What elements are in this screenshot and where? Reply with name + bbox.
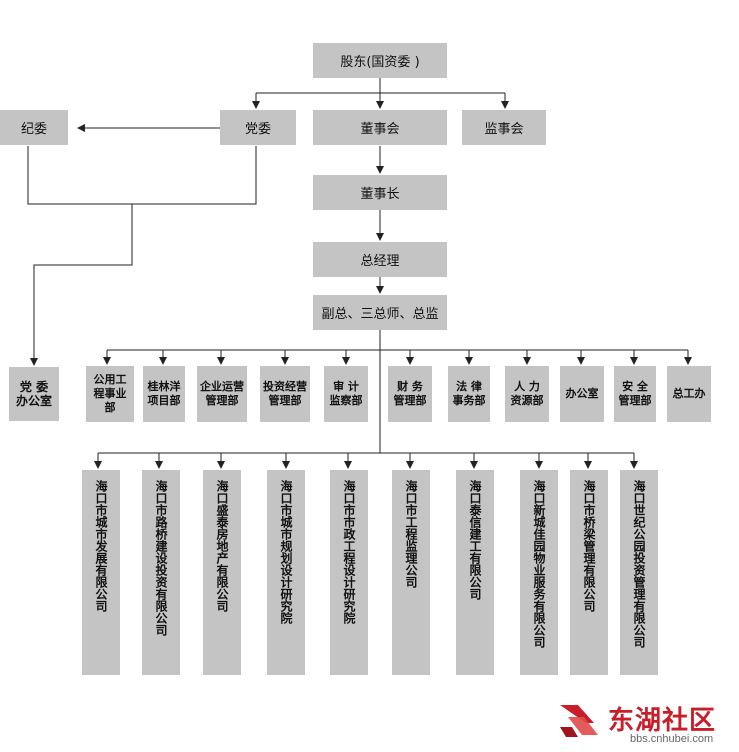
discipline-committee-box: 纪委 xyxy=(0,110,68,145)
party-office-box: 党 委 办公室 xyxy=(9,367,59,421)
subsidiary-box: 海口盛泰房地产有限公司 xyxy=(203,470,241,675)
subsidiary-label: 海口市市政工程设计研究院 xyxy=(342,480,356,624)
department-box: 法 律 事务部 xyxy=(448,366,490,422)
subsidiary-box: 海口市城市发展有限公司 xyxy=(82,470,120,675)
department-box: 办公室 xyxy=(560,366,604,422)
donghu-logo-icon xyxy=(560,705,598,737)
department-box: 财 务 管理部 xyxy=(388,366,432,422)
department-box: 人 力 资源部 xyxy=(505,366,549,422)
watermark-text: 东湖社区 xyxy=(608,706,717,736)
chairman-box: 董事长 xyxy=(313,175,447,210)
department-box: 投资经营管理部 xyxy=(260,366,310,422)
watermark-url: bbs.cnhubei.com xyxy=(630,733,714,745)
subsidiary-box: 海口市城市规划设计研究院 xyxy=(267,470,305,675)
subsidiary-box: 海口世纪公园投资管理有限公司 xyxy=(620,470,658,675)
subsidiary-label: 海口世纪公园投资管理有限公司 xyxy=(632,480,646,648)
subsidiary-box: 海口市桥梁管理有限公司 xyxy=(570,470,608,675)
board-box: 董事会 xyxy=(313,110,447,145)
department-box: 审 计 监察部 xyxy=(324,366,368,422)
department-box: 企业运营管理部 xyxy=(197,366,247,422)
department-box: 桂林洋项目部 xyxy=(143,366,185,422)
subsidiary-label: 海口市路桥建设投资有限公司 xyxy=(154,480,168,636)
subsidiary-label: 海口盛泰房地产有限公司 xyxy=(215,480,229,612)
subsidiary-label: 海口市桥梁管理有限公司 xyxy=(582,480,596,612)
subsidiary-label: 海口新城佳园物业服务有限公司 xyxy=(532,480,546,648)
subsidiary-box: 海口市路桥建设投资有限公司 xyxy=(142,470,180,675)
subsidiary-label: 海口泰信建工有限公司 xyxy=(468,480,482,600)
party-committee-box: 党委 xyxy=(220,110,296,145)
subsidiary-box: 海口新城佳园物业服务有限公司 xyxy=(520,470,558,675)
general-manager-box: 总经理 xyxy=(313,242,447,277)
supervisory-board-box: 监事会 xyxy=(462,110,546,145)
department-box: 总工办 xyxy=(667,366,711,422)
subsidiary-box: 海口市工程监理公司 xyxy=(392,470,430,675)
subsidiary-box: 海口市市政工程设计研究院 xyxy=(330,470,368,675)
shareholder-box: 股东(国资委 ) xyxy=(313,43,447,78)
subsidiary-label: 海口市城市发展有限公司 xyxy=(94,480,108,612)
deputies-box: 副总、三总师、总监 xyxy=(313,295,447,330)
subsidiary-label: 海口市工程监理公司 xyxy=(404,480,418,588)
subsidiary-label: 海口市城市规划设计研究院 xyxy=(279,480,293,624)
subsidiary-box: 海口泰信建工有限公司 xyxy=(456,470,494,675)
department-box: 公用工程事业部 xyxy=(86,366,134,422)
department-box: 安 全 管理部 xyxy=(614,366,656,422)
